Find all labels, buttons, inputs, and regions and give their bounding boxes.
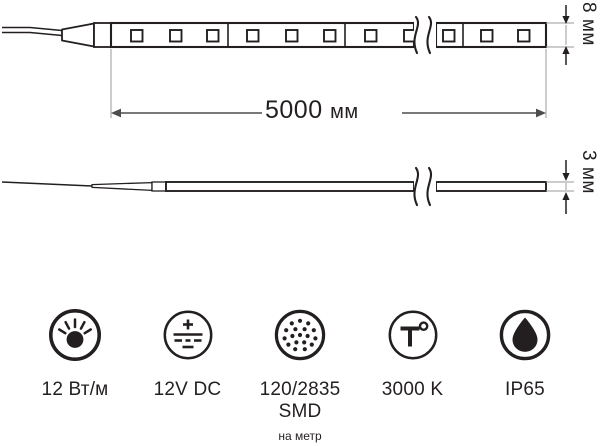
connector-boot-side: [91, 181, 153, 192]
spec-item-color-temperature: 3000 K: [360, 308, 466, 401]
spec-item-voltage: 12V DC: [135, 308, 241, 401]
connector-boot-top: [61, 22, 95, 48]
side-view-group: [1, 160, 574, 214]
break-symbol-side: [413, 166, 433, 207]
led-strip-technical-diagram: [1, 5, 574, 214]
connector-collar-side: [151, 181, 167, 192]
dc-power-icon: [163, 310, 212, 360]
lamp-icon: [48, 308, 102, 362]
cut-line-separators: [227, 23, 464, 47]
water-drop-icon: [499, 309, 551, 361]
top-view-height-label: 8 мм: [577, 2, 599, 46]
spec-item-ip-rating: IP65: [472, 308, 578, 401]
spec-label-voltage: 12V DC: [153, 379, 222, 400]
spec-item-power: 12 Вт/м: [22, 308, 128, 401]
strip-profile-left: [165, 181, 415, 192]
connector-collar-top: [93, 22, 112, 48]
strip-profile-right: [435, 181, 547, 192]
length-dimension-label: 5000 мм: [265, 96, 359, 124]
spec-label-ip-rating: IP65: [505, 379, 545, 400]
lead-wire-side: [1, 181, 93, 187]
break-symbol-top: [413, 15, 433, 55]
spec-label-power: 12 Вт/м: [41, 379, 109, 400]
spec-label-color-temperature: 3000 K: [381, 379, 444, 400]
top-view-group: [2, 5, 574, 65]
length-dimension-5000mm: [110, 49, 547, 118]
spec-label-led-density: 120/2835 SMD на метр: [259, 379, 341, 443]
lead-wires-top: [2, 26, 63, 37]
color-temperature-icon: [388, 310, 437, 360]
height-dimension-3mm: [546, 160, 574, 214]
led-chips-top: [130, 29, 531, 43]
led-density-icon: [274, 309, 326, 361]
side-view-height-label: 3 мм: [577, 150, 599, 194]
height-dimension-8mm: [546, 5, 574, 65]
specification-row: 12 Вт/м: [0, 308, 600, 443]
spec-item-led-density: 120/2835 SMD на метр: [247, 308, 353, 446]
